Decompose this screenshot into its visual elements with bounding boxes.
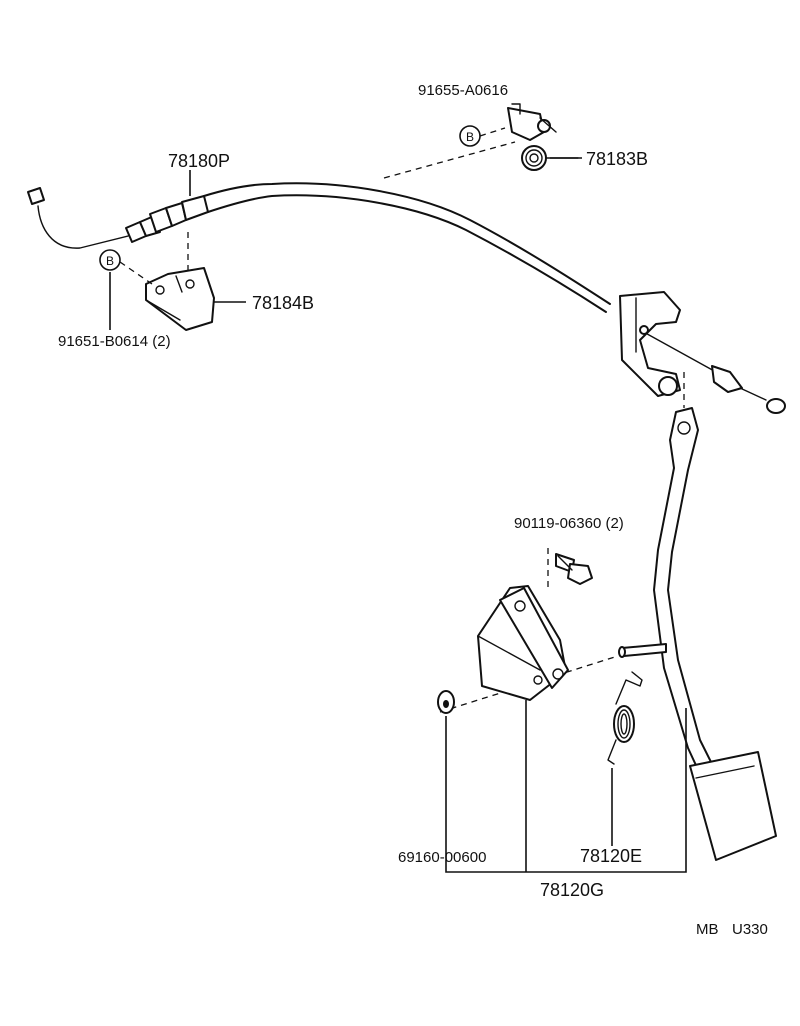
accelerator-cable [27,182,786,414]
pedal-upper-bracket [619,291,681,397]
label-washer: 69160-00600 [398,849,486,866]
label-cable: 78180P [168,151,230,171]
spring-78120e-icon [607,671,643,765]
pedal-arm [653,407,727,801]
assembly-line-cable-spring [383,141,516,179]
label-spring-upper: 78183B [586,149,648,169]
washer-icon [437,690,455,714]
label-bracket-cable: 78184B [252,293,314,313]
bolt-icon [555,553,593,585]
label-clip-lower: 91651-B0614 (2) [58,333,171,350]
pedal-mount-bracket [477,585,569,701]
assembly-line-clip-spring [479,127,506,137]
label-code-right: U330 [732,921,768,938]
label-clip-upper: 91655-A0616 [418,82,508,99]
cable-bracket [145,267,215,331]
label-spring-lower: 78120E [580,846,642,866]
spring-78183b-icon [521,145,579,171]
marker-b-lower: B [99,249,121,271]
pedal-pad [689,751,777,861]
label-bolt: 90119-06360 (2) [514,515,624,532]
label-code-left: MB [696,921,719,938]
marker-b-upper-text: B [466,130,474,144]
upper-spring-bracket [507,103,557,141]
assembly-line-clip-bracket [119,261,153,285]
label-pedal-assy: 78120G [540,880,604,900]
leader-lines [109,157,687,873]
marker-b-upper: B [459,125,481,147]
pivot-shaft [618,643,667,658]
marker-b-lower-text: B [106,254,114,268]
